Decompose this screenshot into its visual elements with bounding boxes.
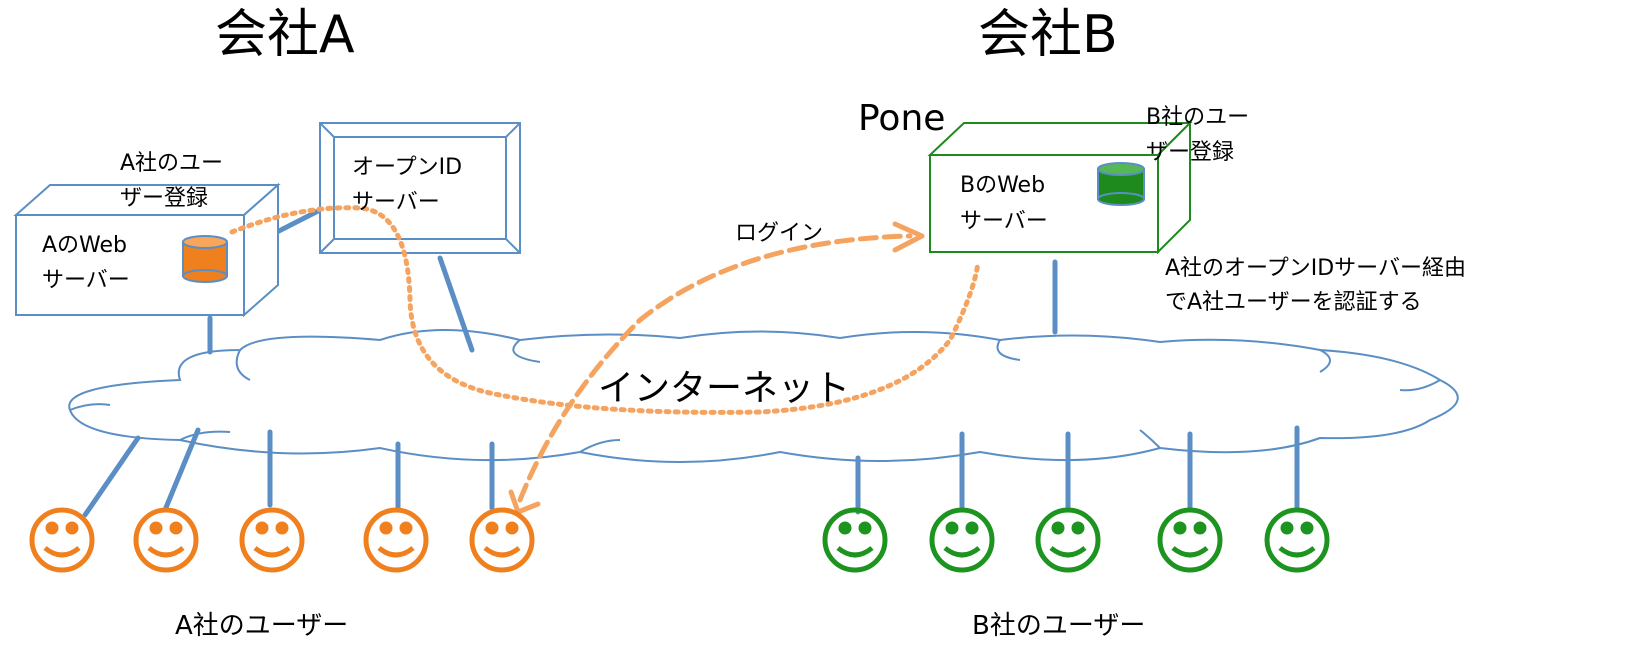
a-user-registry-label: A社のユー ザー登録 xyxy=(120,151,224,212)
line-openid-server xyxy=(437,255,475,353)
line-a-user-1 xyxy=(82,435,141,518)
user-face-icon xyxy=(822,507,888,573)
b-database-icon xyxy=(1097,162,1145,206)
user-face-icon xyxy=(1264,507,1330,573)
b-user-registry-label: B社のユー ザー登録 xyxy=(1146,105,1250,166)
a-web-server-label: AのWeb サーバー xyxy=(42,233,130,294)
company-b-title: 会社B xyxy=(978,5,1118,65)
user-face-icon xyxy=(239,507,305,573)
user-face-icon xyxy=(133,507,199,573)
b-users xyxy=(822,507,1330,573)
user-face-icon xyxy=(929,507,995,573)
openid-server-label: オープンID サーバー xyxy=(352,155,463,216)
user-face-icon xyxy=(1157,507,1223,573)
pone-label: Pone xyxy=(858,98,946,139)
login-label: ログイン xyxy=(735,221,824,246)
openid-server-box xyxy=(319,122,521,254)
openid-auth-path xyxy=(229,205,981,415)
a-users-label: A社のユーザー xyxy=(175,611,349,641)
auth-note: A社のオープンIDサーバー経由 でA社ユーザーを認証する xyxy=(1165,256,1466,316)
user-face-icon xyxy=(469,507,535,573)
b-web-server-label: BのWeb サーバー xyxy=(960,173,1048,235)
line-a-user-2 xyxy=(162,427,201,513)
internet-label: インターネット xyxy=(598,368,851,409)
company-a-title: 会社A xyxy=(215,5,355,65)
user-face-icon xyxy=(1035,507,1101,573)
user-face-icon xyxy=(363,507,429,573)
a-database-icon xyxy=(182,235,228,283)
user-face-icon xyxy=(29,507,95,573)
a-users xyxy=(29,507,535,573)
internet-cloud xyxy=(68,329,1459,463)
b-users-label: B社のユーザー xyxy=(972,611,1146,641)
